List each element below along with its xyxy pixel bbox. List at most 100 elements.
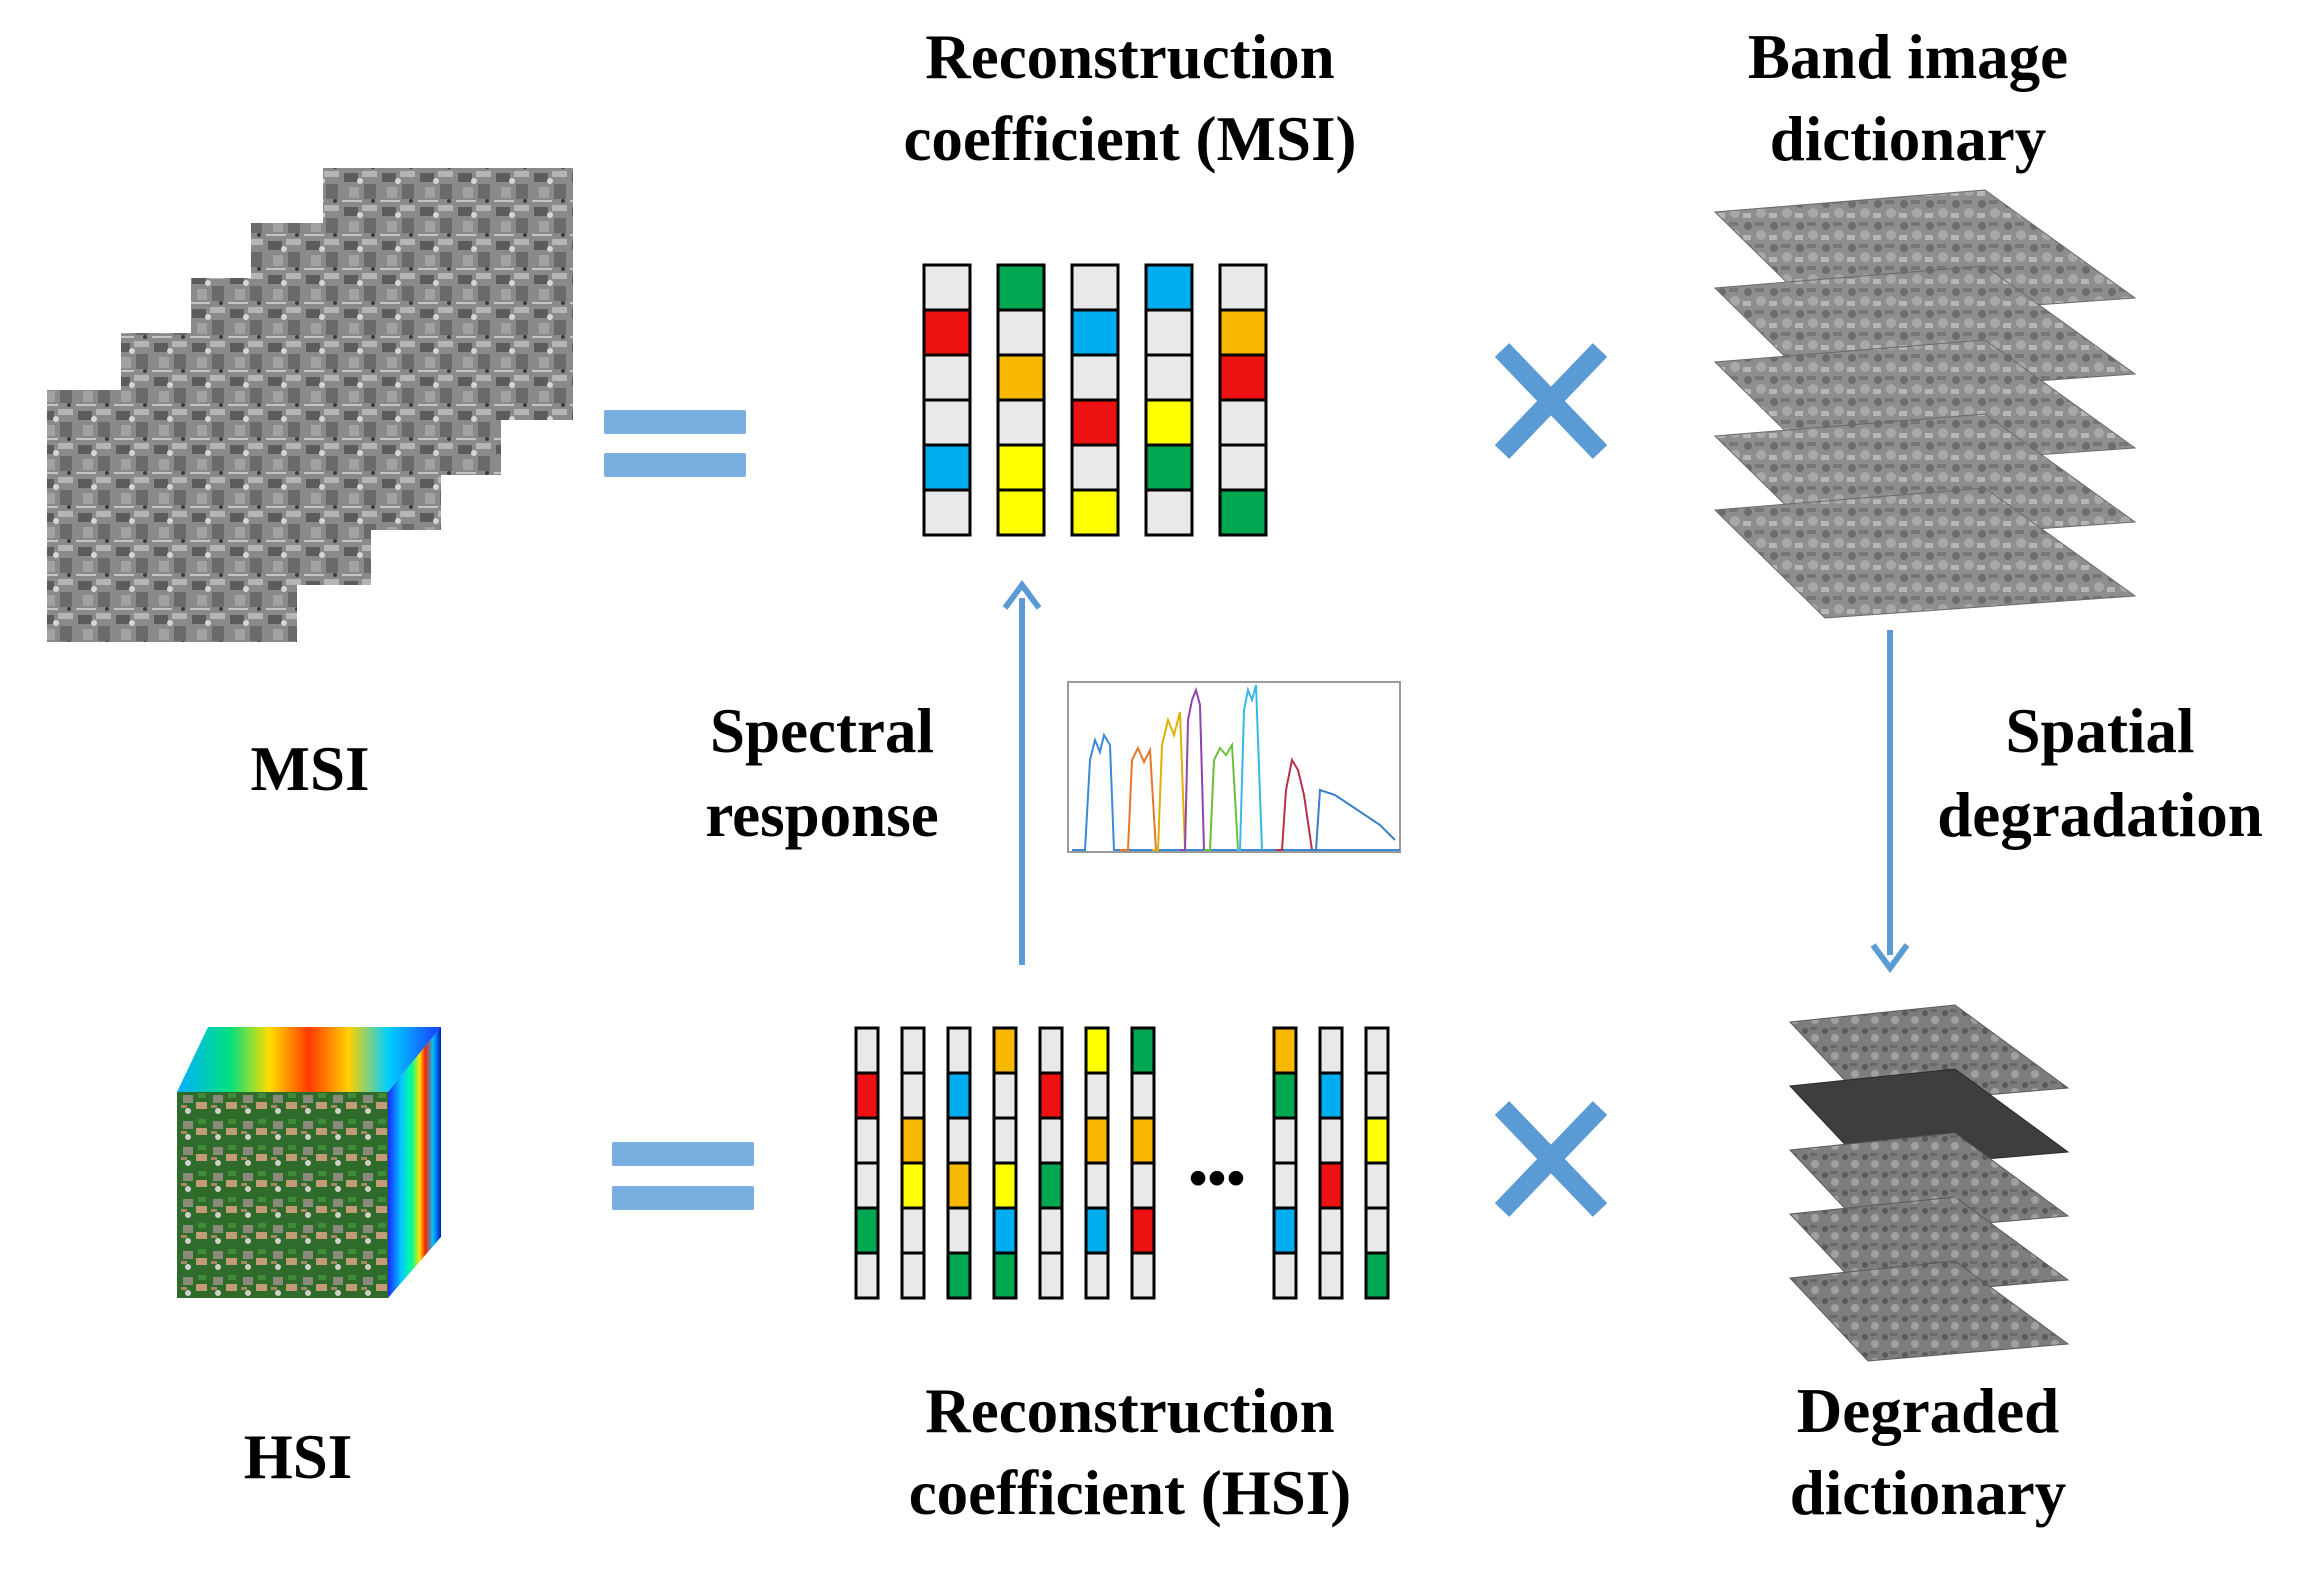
hsi-coefficient-cell	[1318, 1116, 1344, 1165]
hsi-coefficient-cell	[1364, 1206, 1390, 1255]
hsi-coefficient-cell	[1084, 1206, 1110, 1255]
hsi-coefficient-cell	[900, 1071, 926, 1120]
equals-sign-msi	[604, 410, 746, 477]
hsi-cube-front	[177, 1092, 388, 1298]
hsi-coefficient-cell	[992, 1026, 1018, 1075]
band-dictionary-title-line1: Band image	[1748, 22, 2068, 92]
msi-coefficient-column	[1144, 263, 1194, 537]
hsi-coefficient-cell	[1038, 1206, 1064, 1255]
msi-coefficient-cell	[996, 308, 1046, 357]
hsi-coefficient-cell	[1084, 1026, 1110, 1075]
msi-coefficient-cell	[1144, 263, 1194, 312]
hsi-coefficient-cell	[1130, 1206, 1156, 1255]
hsi-coefficient-column	[1364, 1026, 1390, 1300]
hsi-coefficient-cell	[992, 1116, 1018, 1165]
hsi-coefficient-cell	[992, 1206, 1018, 1255]
hsi-coefficient-cell	[854, 1026, 880, 1075]
msi-coefficient-cell	[996, 263, 1046, 312]
band-dictionary-title-line2: dictionary	[1770, 104, 2047, 174]
hsi-coefficient-cell	[1364, 1161, 1390, 1210]
hsi-coefficient-cell	[900, 1161, 926, 1210]
hsi-coefficient-cell	[1038, 1251, 1064, 1300]
msi-coefficient-column	[1218, 263, 1268, 537]
hsi-coefficient-cell	[1130, 1251, 1156, 1300]
msi-coefficient-cell	[1144, 308, 1194, 357]
hsi-coefficient-cell	[1364, 1251, 1390, 1300]
hsi-coefficient-cell	[946, 1206, 972, 1255]
msi-coefficient-cell	[1218, 443, 1268, 492]
msi-coefficient-cell	[922, 443, 972, 492]
hsi-coefficient-cell	[1318, 1206, 1344, 1255]
hsi-coefficient-column	[854, 1026, 880, 1300]
msi-image-stack	[47, 168, 573, 642]
msi-coefficient-cell	[1144, 398, 1194, 447]
spectral-response-arrow	[1002, 579, 1042, 965]
msi-coefficient-column	[922, 263, 972, 537]
hsi-coefficient-cell	[854, 1071, 880, 1120]
hsi-coefficient-cell	[900, 1251, 926, 1300]
msi-coefficient-cell	[996, 353, 1046, 402]
hsi-coefficient-cell	[854, 1161, 880, 1210]
msi-coefficient-cell	[1218, 398, 1268, 447]
hsi-coefficient-cell	[900, 1206, 926, 1255]
hsi-label: HSI	[244, 1422, 353, 1492]
hsi-coefficient-cell	[1272, 1116, 1298, 1165]
hsi-coefficient-column	[946, 1026, 972, 1300]
hsi-coefficient-cell	[992, 1251, 1018, 1300]
coefficient-msi-title-line1: Reconstruction	[925, 22, 1334, 92]
msi-coefficient-cell	[996, 488, 1046, 537]
hsi-cube	[177, 1027, 441, 1298]
hsi-coefficient-cell	[900, 1026, 926, 1075]
band-image-layer	[1713, 487, 2137, 619]
hsi-coefficient-cell	[946, 1071, 972, 1120]
coefficient-ellipsis: •••	[1189, 1148, 1246, 1208]
hsi-coefficient-cell	[1364, 1026, 1390, 1075]
msi-coefficient-cell	[1070, 398, 1120, 447]
msi-coefficient-cell	[1218, 353, 1268, 402]
msi-coefficient-cell	[922, 308, 972, 357]
hsi-cube-side	[388, 1027, 441, 1298]
spectral-response-label-line1: Spectral	[710, 696, 934, 766]
msi-coefficient-cell	[922, 353, 972, 402]
hsi-coefficient-cell	[1130, 1071, 1156, 1120]
msi-label: MSI	[250, 734, 369, 804]
hsi-coefficient-cell	[1364, 1116, 1390, 1165]
msi-coefficient-cell	[1070, 263, 1120, 312]
hsi-coefficient-column	[1130, 1026, 1156, 1300]
msi-coefficient-cell	[996, 443, 1046, 492]
band-image-dictionary-stack	[1713, 189, 2137, 619]
coefficient-msi-matrix	[922, 263, 1268, 537]
multiply-sign-hsi	[1494, 1101, 1608, 1217]
hsi-coefficient-cell	[1038, 1071, 1064, 1120]
msi-coefficient-cell	[1070, 353, 1120, 402]
hsi-coefficient-cell	[1130, 1026, 1156, 1075]
coefficient-hsi-title-line2: coefficient (HSI)	[909, 1458, 1352, 1528]
msi-coefficient-cell	[1144, 443, 1194, 492]
hsi-coefficient-cell	[1272, 1026, 1298, 1075]
degraded-image-layer	[1788, 1260, 2070, 1362]
msi-coefficient-column	[996, 263, 1046, 537]
hsi-coefficient-cell	[946, 1026, 972, 1075]
hsi-coefficient-cell	[1038, 1161, 1064, 1210]
hsi-coefficient-cell	[1084, 1116, 1110, 1165]
msi-band-image	[47, 390, 297, 642]
hsi-coefficient-cell	[1318, 1071, 1344, 1120]
hsi-coefficient-cell	[854, 1251, 880, 1300]
msi-coefficient-cell	[1144, 353, 1194, 402]
hsi-coefficient-cell	[1272, 1251, 1298, 1300]
msi-coefficient-cell	[996, 398, 1046, 447]
hsi-coefficient-cell	[946, 1116, 972, 1165]
msi-coefficient-cell	[922, 488, 972, 537]
hsi-coefficient-cell	[992, 1161, 1018, 1210]
msi-coefficient-cell	[1070, 308, 1120, 357]
spatial-degradation-label-line2: degradation	[1937, 780, 2263, 850]
msi-coefficient-cell	[1218, 488, 1268, 537]
coefficient-msi-title-line2: coefficient (MSI)	[903, 104, 1356, 174]
msi-coefficient-cell	[922, 263, 972, 312]
msi-coefficient-cell	[1144, 488, 1194, 537]
msi-coefficient-cell	[1070, 443, 1120, 492]
hsi-coefficient-column	[1084, 1026, 1110, 1300]
degraded-dictionary-title-line2: dictionary	[1790, 1458, 2067, 1528]
hsi-coefficient-cell	[1084, 1251, 1110, 1300]
